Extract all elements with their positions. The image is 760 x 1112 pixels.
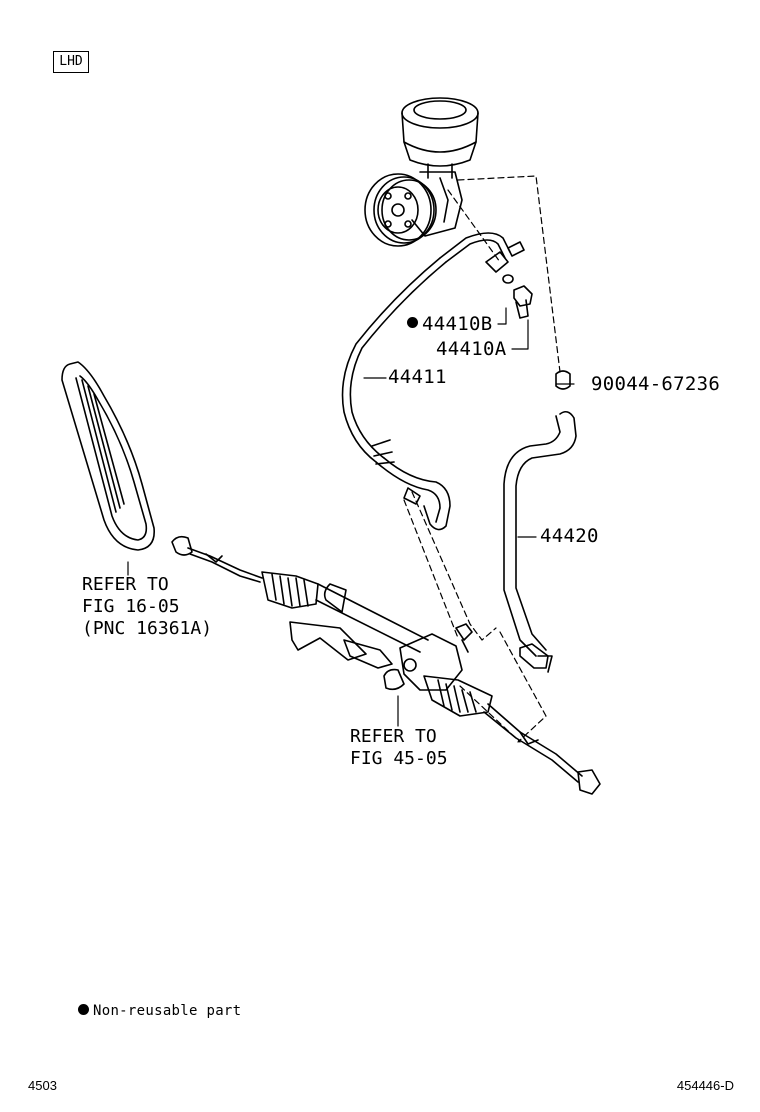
return-hose-44420 (503, 410, 577, 673)
legend-dot-icon (78, 1003, 89, 1015)
footer-right-code: 454446-D (676, 1078, 734, 1093)
guide-lines (403, 175, 561, 743)
part-number-44410b: 44410B (422, 313, 493, 335)
steering-rack (171, 535, 601, 795)
lhd-badge: LHD (53, 51, 89, 73)
pressure-hose-44411 (341, 232, 525, 531)
part-number-44410a: 44410A (436, 338, 507, 360)
rack-reference: REFER TO FIG 45-05 (350, 726, 448, 769)
legend: Non-reusable part (78, 1003, 242, 1019)
drive-belt (61, 361, 155, 551)
part-number-44411: 44411 (388, 366, 447, 388)
power-steering-pump (364, 97, 479, 247)
clip-90044-67236 (555, 370, 571, 390)
belt-reference: REFER TO FIG 16-05 (PNC 16361A) (82, 574, 213, 639)
part-label-44410b: 44410B (407, 315, 492, 334)
part-number-90044-67236: 90044-67236 (591, 373, 721, 395)
legend-text: Non-reusable part (93, 1003, 242, 1019)
footer-left-code: 4503 (28, 1078, 57, 1093)
gasket-and-bolt (502, 274, 533, 319)
leader-lines (127, 307, 575, 727)
non-reusable-dot-icon (407, 317, 418, 328)
part-number-44420: 44420 (540, 525, 599, 547)
